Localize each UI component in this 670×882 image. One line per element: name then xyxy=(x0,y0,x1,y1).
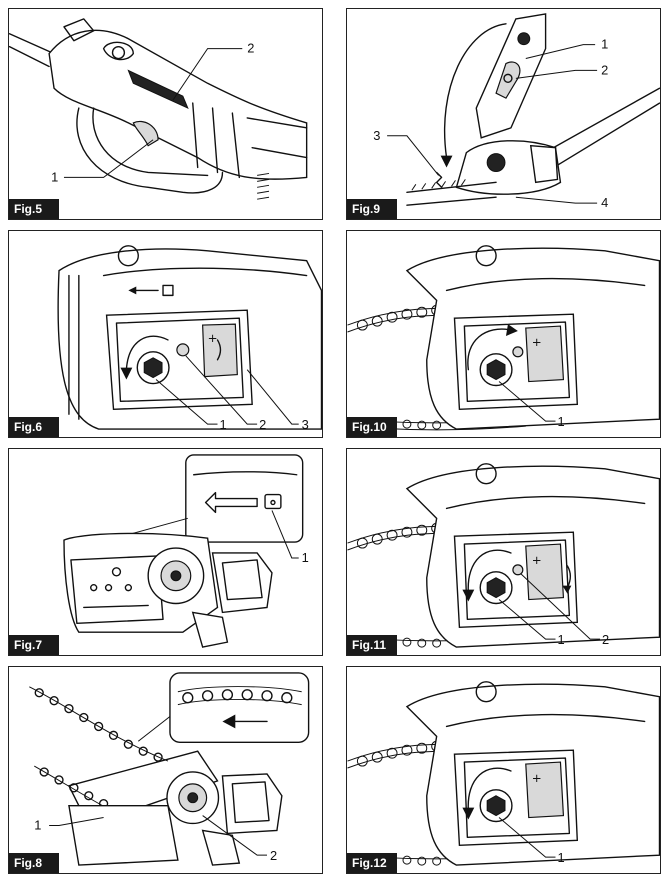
fig5-label: Fig.5 xyxy=(9,199,59,219)
fig9-callout-1: 1 xyxy=(601,37,608,52)
fig8-illustration: 1 2 xyxy=(29,672,310,866)
fig8-callout-2: 2 xyxy=(270,848,277,863)
fig12-illustration: + 1 xyxy=(347,681,660,866)
fig7-illustration: 1 xyxy=(63,454,309,648)
svg-text:+: + xyxy=(532,335,542,349)
figure-12-panel: + 1 Fig.12 xyxy=(346,666,661,874)
figure-6-panel: + 1 2 3 Fig.6 xyxy=(8,230,323,438)
figure-8-panel: 1 2 Fig.8 xyxy=(8,666,323,874)
fig7-label: Fig.7 xyxy=(9,635,59,655)
fig8-callout-1: 1 xyxy=(34,817,41,832)
svg-text:+: + xyxy=(532,771,542,785)
fig5-illustration: 1 2 xyxy=(9,18,308,200)
fig6-label: Fig.6 xyxy=(9,417,59,437)
fig12-callout-1: 1 xyxy=(557,850,564,865)
fig6-illustration: + 1 2 3 xyxy=(57,245,322,432)
fig5-callout-2: 2 xyxy=(247,41,254,56)
fig10-label: Fig.10 xyxy=(347,417,397,437)
fig11-callout-1: 1 xyxy=(557,632,564,647)
figure-7-panel: 1 Fig.7 xyxy=(8,448,323,656)
fig9-callout-3: 3 xyxy=(373,128,380,143)
fig5-callout-1: 1 xyxy=(51,169,58,184)
fig11-label: Fig.11 xyxy=(347,635,397,655)
fig9-illustration: 1 2 3 4 xyxy=(373,13,660,210)
fig6-callout-1: 1 xyxy=(219,417,226,432)
fig8-label: Fig.8 xyxy=(9,853,59,873)
fig9-callout-2: 2 xyxy=(601,62,608,77)
figure-11-panel: + 1 2 Fig.11 xyxy=(346,448,661,656)
fig7-callout-1: 1 xyxy=(302,550,309,565)
svg-text:+: + xyxy=(208,331,218,345)
figure-10-panel: + 1 Fig.10 xyxy=(346,230,661,438)
fig11-callout-2: 2 xyxy=(602,632,609,647)
fig9-label: Fig.9 xyxy=(347,199,397,219)
fig12-label: Fig.12 xyxy=(347,853,397,873)
fig6-callout-3: 3 xyxy=(302,417,309,432)
fig6-callout-2: 2 xyxy=(259,417,266,432)
fig10-callout-1: 1 xyxy=(557,414,564,429)
fig9-callout-4: 4 xyxy=(601,195,608,210)
fig10-illustration: + 1 xyxy=(347,245,660,431)
fig11-illustration: + 1 2 xyxy=(347,463,660,648)
svg-text:+: + xyxy=(532,553,542,567)
figure-5-panel: 1 2 Fig.5 xyxy=(8,8,323,220)
figure-9-panel: 1 2 3 4 Fig.9 xyxy=(346,8,661,220)
